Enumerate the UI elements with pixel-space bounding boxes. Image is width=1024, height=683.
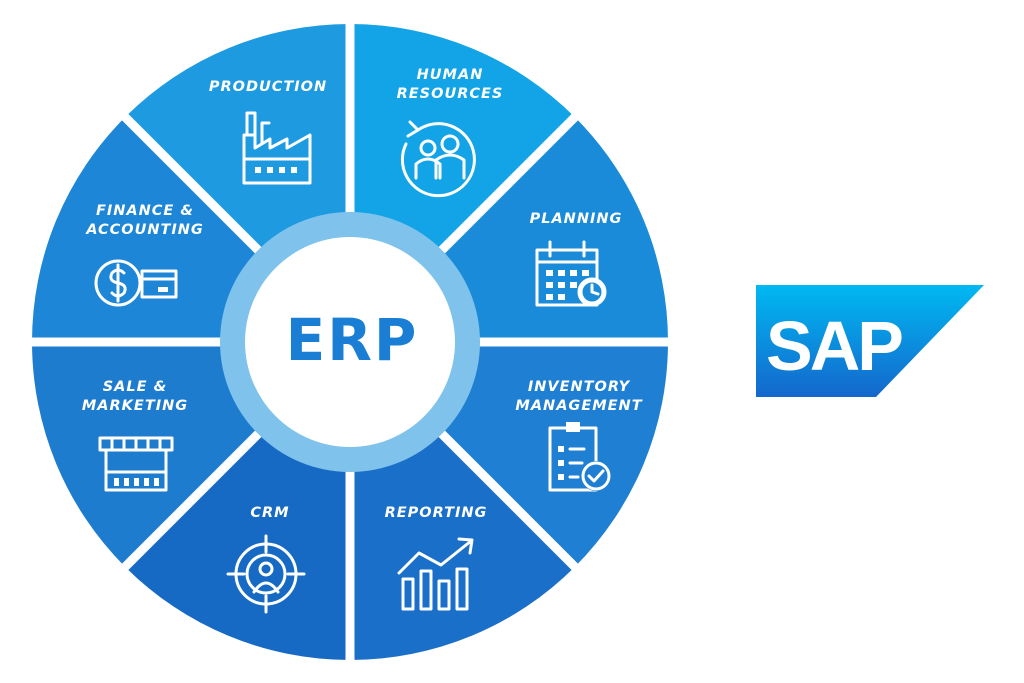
sap-logo-text: SAP — [766, 307, 902, 385]
people-cycle-icon — [400, 120, 476, 198]
segment-label-sale-marketing: SALE & — [103, 379, 168, 395]
storefront-icon — [98, 436, 174, 492]
module-labels: PRODUCTION HUMAN RESOURCES PLANNING INVENTOR… — [82, 67, 642, 521]
bar-chart-trend-icon — [397, 537, 474, 611]
segment-label-finance-accounting: FINANCE & — [96, 203, 194, 219]
sap-logo: SAP — [756, 285, 984, 397]
segment-label-production: PRODUCTION — [209, 79, 327, 95]
segment-label-inventory-management: MANAGEMENT — [515, 398, 642, 414]
factory-icon — [242, 111, 312, 185]
segment-label-planning: PLANNING — [530, 211, 623, 227]
segment-label-inventory-management: INVENTORY — [528, 379, 631, 395]
calendar-clock-icon — [535, 240, 607, 307]
money-card-icon — [94, 259, 178, 307]
clipboard-check-icon — [548, 422, 611, 492]
module-icons — [94, 111, 611, 614]
segment-label-human-resources: RESOURCES — [397, 86, 504, 102]
segment-label-finance-accounting: ACCOUNTING — [85, 222, 204, 238]
segment-label-reporting: REPORTING — [385, 505, 488, 521]
center-label: ERP — [286, 306, 419, 374]
target-person-icon — [226, 534, 306, 614]
segment-label-sale-marketing: MARKETING — [82, 398, 188, 414]
sap-logo-shape — [756, 285, 984, 397]
center-disc — [245, 237, 455, 447]
segment-label-human-resources: HUMAN — [417, 67, 484, 83]
segment-label-crm: CRM — [250, 505, 289, 521]
